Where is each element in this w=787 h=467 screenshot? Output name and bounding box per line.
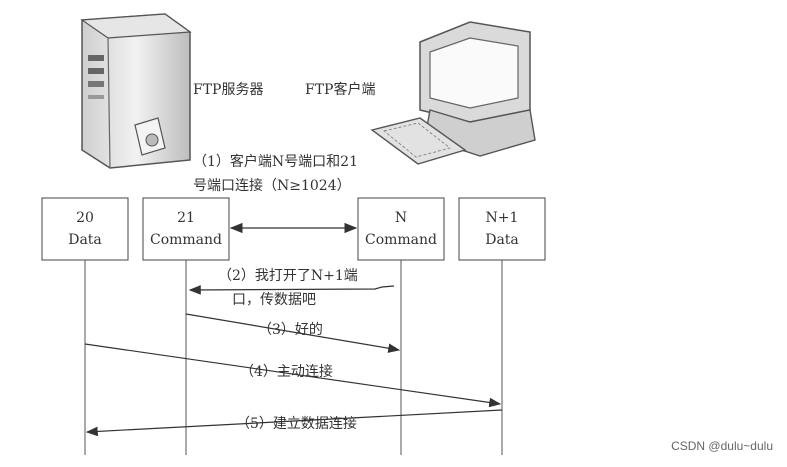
box-server-command-port: 21 <box>177 210 195 226</box>
arrow-step3 <box>185 313 401 353</box>
box-client-command: N Command <box>357 197 445 261</box>
client-label: FTP客户端 <box>305 81 375 98</box>
box-server-data: 20 Data <box>41 197 129 261</box>
box-client-data: N+1 Data <box>458 197 546 261</box>
arrow-step4 <box>84 343 502 408</box>
step2-line2: 口，传数据吧 <box>232 292 316 308</box>
box-server-command: 21 Command <box>142 197 230 261</box>
box-client-command-port: N <box>395 210 407 226</box>
box-client-data-port: N+1 <box>486 210 519 226</box>
box-server-data-label: Data <box>68 232 102 248</box>
box-server-data-port: 20 <box>76 210 94 226</box>
step5-label: （5）建立数据连接 <box>236 415 357 432</box>
watermark: CSDN @dulu~dulu <box>671 439 773 453</box>
arrow-step5 <box>85 409 503 437</box>
box-server-command-label: Command <box>150 232 222 248</box>
computer-icon <box>370 21 536 165</box>
box-client-data-label: Data <box>485 232 519 248</box>
step1-line2: 号端口连接（N≥1024） <box>193 177 351 194</box>
step2-line1: （2）我打开了N+1端 <box>218 267 358 284</box>
arrow-step2 <box>188 285 395 295</box>
server-label: FTP服务器 <box>193 82 263 98</box>
box-client-command-label: Command <box>365 232 437 248</box>
step1-line1: （1）客户端N号端口和21 <box>193 153 358 170</box>
step4-label: （4）主动连接 <box>240 363 333 380</box>
step3-label: （3）好的 <box>258 322 323 338</box>
server-icon <box>80 13 192 169</box>
